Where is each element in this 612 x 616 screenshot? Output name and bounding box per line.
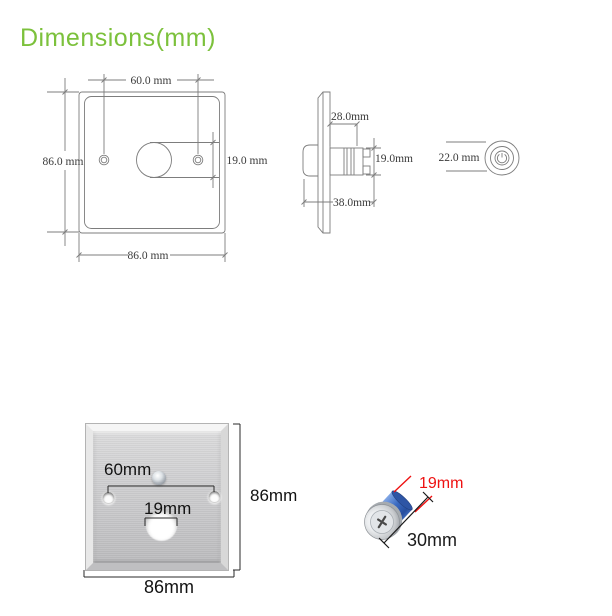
plate-label-height: 86mm (250, 486, 298, 505)
front-dim-19 (150, 132, 219, 188)
plate-label-hole-dia: 19mm (144, 499, 192, 518)
button-tail-cap (391, 490, 413, 511)
front-dim-86-bottom (76, 233, 228, 262)
dim-label-front-bottom: 86.0 mm (128, 250, 169, 262)
back-dim-22 (446, 141, 487, 172)
side-button-body (329, 147, 364, 176)
side-dim-38 (301, 179, 377, 207)
side-terminal-bottom (362, 165, 371, 175)
button-photo (364, 490, 413, 540)
front-plate-outline (78, 91, 226, 234)
dim-label-front-top: 60.0 mm (131, 75, 172, 87)
dim-label-front-right: 19.0 mm (227, 155, 268, 167)
button-screw-slot (377, 515, 387, 529)
button-measure-lines (378, 475, 434, 549)
plate-label-hole-spacing: 60mm (104, 460, 152, 479)
plate-60mm-bracket (107, 485, 215, 493)
plate-center-hole (146, 509, 177, 540)
side-terminal-top (362, 148, 371, 158)
dim-label-side-bottom: 38.0mm (333, 197, 371, 209)
side-dim-19 (366, 138, 381, 207)
dim-label-back-dia: 22.0 mm (439, 152, 480, 164)
plate-label-width: 86mm (144, 577, 195, 597)
button-blue-band (382, 491, 412, 520)
dim-label-side-top: 28.0mm (331, 111, 369, 123)
front-plate-inner-outline (84, 96, 220, 229)
button-label-length: 30mm (407, 530, 458, 550)
dim-label-front-left: 86.0 mm (43, 156, 84, 168)
button-label-dia: 19mm (419, 475, 464, 492)
plate-86mm-right-bracket (233, 423, 241, 571)
drawing-labels: 60.0 mm 86.0 mm 19.0 mm 86.0 mm 28.0mm 1… (43, 75, 480, 262)
front-dim-60 (88, 74, 214, 154)
led-indicator (152, 471, 166, 485)
side-view-drawing (301, 91, 381, 234)
side-button-head (302, 144, 318, 177)
front-view-drawing (47, 74, 228, 262)
plate-86mm-bottom-bracket (83, 570, 235, 578)
back-key-slot (496, 154, 508, 164)
plate-photo (86, 424, 228, 570)
button-30mm-line (378, 491, 434, 549)
front-screw-hole-left (98, 154, 110, 166)
back-outer-circle (484, 140, 520, 176)
plate-19mm-bracket (144, 517, 178, 526)
side-dim-28 (327, 121, 360, 146)
back-view-drawing (446, 140, 520, 176)
dim-label-side-right: 19.0mm (375, 153, 413, 165)
front-dim-86-left (47, 78, 79, 246)
plate-measure-lines (83, 423, 241, 578)
page-title: Dimensions(mm) (20, 24, 216, 52)
front-screw-hole-right (192, 154, 204, 166)
